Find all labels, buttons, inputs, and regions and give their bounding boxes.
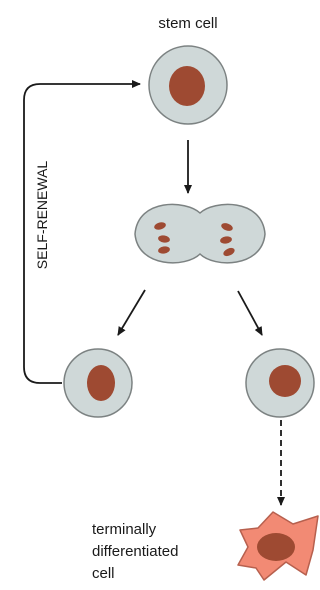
left-daughter-cell	[63, 348, 133, 418]
differentiated-label-line3: cell	[92, 565, 115, 582]
differentiated-label-line1: terminally	[92, 521, 157, 538]
stem-cell	[148, 45, 228, 125]
differentiated-cell	[237, 511, 319, 581]
stem-cell-nucleus	[169, 66, 205, 106]
right-chromosomes	[220, 223, 235, 257]
differentiated-nucleus	[257, 533, 295, 561]
stem-cell-label: stem cell	[158, 15, 217, 32]
right-daughter-arrow	[237, 290, 263, 336]
left-daughter-arrow	[117, 289, 146, 336]
left-chromosomes	[154, 222, 170, 254]
self-renewal-arrow	[23, 80, 141, 384]
differentiated-cell-label: terminally differentiated cell	[92, 521, 178, 582]
dividing-cell	[134, 203, 266, 264]
right-daughter-cell	[245, 348, 315, 418]
differentiated-label-line2: differentiated	[92, 543, 178, 560]
self-renewal-label: SELF-RENEWAL	[34, 161, 50, 270]
